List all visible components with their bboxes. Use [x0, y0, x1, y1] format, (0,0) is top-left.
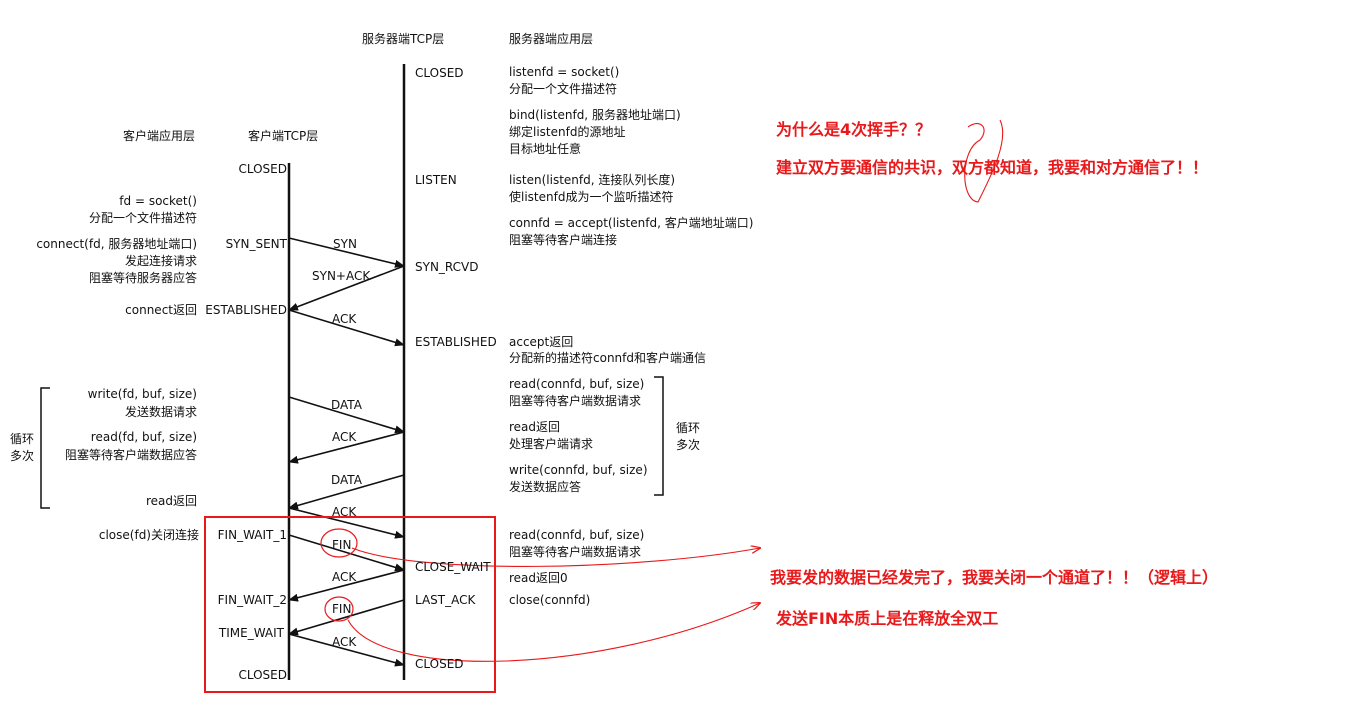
- syn-arrow: [288, 237, 405, 268]
- server-bind-desc-2: 目标地址任意: [509, 142, 582, 156]
- server-read-return-desc: 处理客户端请求: [509, 437, 594, 451]
- fin2-circle: [324, 596, 354, 622]
- client-loop-label-1: 循环: [10, 432, 35, 446]
- segment-label-synack: SYN+ACK: [312, 269, 371, 283]
- client-state-syn-sent: SYN_SENT: [225, 237, 287, 251]
- segment-label-ack4: ACK: [332, 570, 357, 584]
- client-socket-call: fd = socket(): [119, 194, 197, 208]
- server-close-call: close(connfd): [509, 593, 591, 607]
- client-connect-desc-1: 发起连接请求: [124, 254, 197, 268]
- server-read-zero: read返回0: [509, 571, 568, 585]
- client-app-header: 客户端应用层: [123, 129, 196, 143]
- ack2-arrow: [288, 431, 405, 464]
- annotation-full-duplex: 发送FIN本质上是在释放全双工: [776, 609, 999, 628]
- segment-label-data2: DATA: [331, 473, 362, 487]
- segment-label-ack3: ACK: [332, 505, 357, 519]
- server-read2-desc: 阻塞等待客户端数据请求: [509, 545, 642, 559]
- client-read-return: read返回: [145, 494, 197, 508]
- segment-label-syn: SYN: [333, 237, 357, 251]
- server-write-call: write(connfd, buf, size): [509, 463, 648, 477]
- server-state-closed: CLOSED: [415, 66, 464, 80]
- segment-label-fin1: FIN: [332, 538, 352, 552]
- server-listen-call: listen(listenfd, 连接队列长度): [509, 173, 676, 187]
- server-accept-return-desc: 分配新的描述符connfd和客户端通信: [509, 351, 706, 365]
- annotation-question: 为什么是4次挥手？？: [776, 120, 932, 139]
- client-loop-bracket: [40, 387, 50, 509]
- client-read-desc: 阻塞等待客户端数据应答: [64, 448, 197, 462]
- server-state-listen: LISTEN: [415, 173, 457, 187]
- server-loop-label-2: 多次: [676, 438, 701, 452]
- fin1-circle: [320, 528, 358, 558]
- fin1-arrow: [288, 534, 405, 572]
- client-read-call: read(fd, buf, size): [90, 430, 197, 444]
- server-accept-return: accept返回: [509, 335, 574, 349]
- segment-label-ack2: ACK: [332, 430, 357, 444]
- client-state-closed-bottom: CLOSED: [238, 668, 287, 682]
- server-app-header: 服务器端应用层: [509, 32, 594, 46]
- client-loop-label-2: 多次: [10, 449, 35, 463]
- server-state-last-ack: LAST_ACK: [415, 593, 476, 607]
- server-read-call: read(connfd, buf, size): [509, 377, 645, 391]
- server-accept-desc: 阻塞等待客户端连接: [509, 233, 618, 247]
- annotation-consensus: 建立双方要通信的共识，双方都知道，我要和对方通信了！！: [776, 158, 1209, 177]
- client-connect-return: connect返回: [125, 303, 197, 317]
- server-loop-label-1: 循环: [676, 421, 701, 435]
- client-write-desc: 发送数据请求: [124, 405, 197, 419]
- server-state-close-wait: CLOSE_WAIT: [415, 560, 491, 574]
- question-scribble: [964, 119, 1004, 203]
- client-state-fin-wait-1: FIN_WAIT_1: [217, 528, 287, 542]
- close-sequence-highlight: [204, 516, 496, 693]
- fin2-arrow: [288, 599, 405, 636]
- client-state-time-wait: TIME_WAIT: [218, 626, 284, 640]
- client-state-fin-wait-2: FIN_WAIT_2: [217, 593, 287, 607]
- server-listen-desc: 使listenfd成为一个监听描述符: [509, 190, 674, 204]
- client-state-closed: CLOSED: [238, 162, 287, 176]
- client-state-established: ESTABLISHED: [205, 303, 287, 317]
- server-read-return: read返回: [509, 420, 561, 434]
- server-read2-call: read(connfd, buf, size): [509, 528, 645, 542]
- ack5-arrow: [288, 633, 405, 667]
- server-tcp-header: 服务器端TCP层: [362, 32, 445, 46]
- fin2-connector: [347, 603, 760, 662]
- segment-label-fin2: FIN: [332, 602, 352, 616]
- server-state-syn-rcvd: SYN_RCVD: [415, 260, 479, 274]
- server-accept-call: connfd = accept(listenfd, 客户端地址端口): [509, 216, 754, 230]
- server-write-desc: 发送数据应答: [509, 480, 582, 494]
- client-close-call: close(fd)关闭连接: [98, 528, 199, 542]
- ack1-arrow: [288, 309, 405, 347]
- client-socket-desc: 分配一个文件描述符: [88, 211, 197, 225]
- server-bind-call: bind(listenfd, 服务器地址端口): [509, 108, 681, 122]
- client-tcp-header: 客户端TCP层: [248, 129, 319, 143]
- data2-arrow: [288, 474, 405, 510]
- synack-arrow: [288, 265, 405, 311]
- client-connect-desc-2: 阻塞等待服务器应答: [88, 271, 197, 285]
- server-loop-bracket: [654, 376, 664, 496]
- server-socket-call: listenfd = socket(): [509, 65, 620, 79]
- server-socket-desc: 分配一个文件描述符: [509, 82, 618, 96]
- segment-label-ack1: ACK: [332, 312, 357, 326]
- server-state-closed-bottom: CLOSED: [415, 657, 464, 671]
- client-connect-call: connect(fd, 服务器地址端口): [36, 237, 197, 251]
- data1-arrow: [288, 396, 405, 434]
- ack4-arrow: [288, 569, 405, 602]
- segment-label-ack5: ACK: [332, 635, 357, 649]
- server-read-desc: 阻塞等待客户端数据请求: [509, 394, 642, 408]
- segment-label-data1: DATA: [331, 398, 362, 412]
- server-state-established: ESTABLISHED: [415, 335, 497, 349]
- annotation-fin-meaning: 我要发的数据已经发完了，我要关闭一个通道了！！（逻辑上）: [770, 568, 1219, 587]
- server-bind-desc-1: 绑定listenfd的源地址: [509, 125, 626, 139]
- fin1-connector: [351, 548, 760, 567]
- ack3-arrow: [288, 507, 405, 539]
- client-write-call: write(fd, buf, size): [87, 387, 197, 401]
